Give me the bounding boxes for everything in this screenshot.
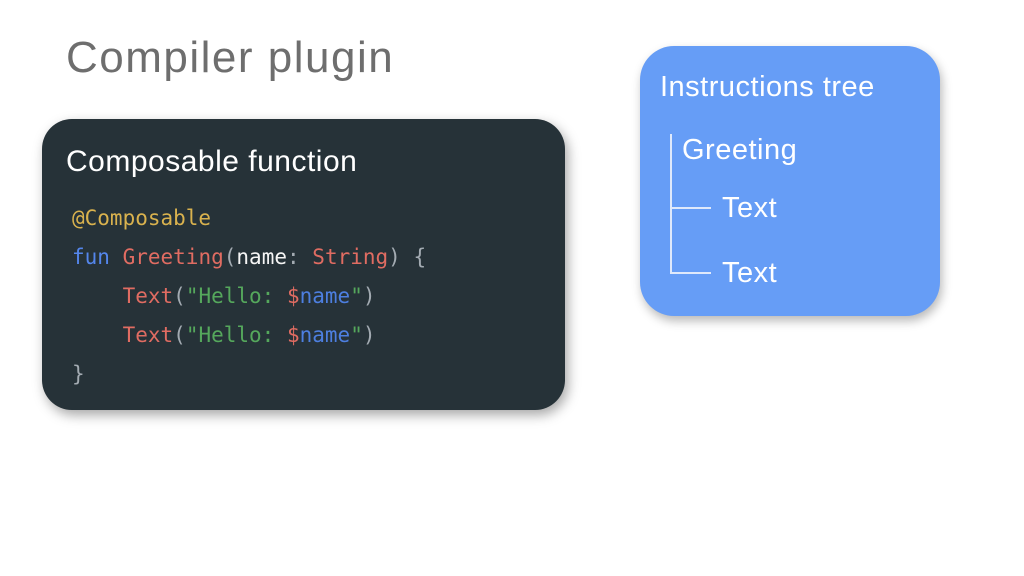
code-token-keyword: fun [72, 245, 110, 269]
tree-branch-line-2 [670, 272, 711, 274]
code-token-function: Text [122, 284, 174, 308]
code-token-punct: ) [362, 284, 376, 308]
code-token-plain [72, 323, 123, 347]
code-token-function: Text [122, 323, 174, 347]
code-token-interpolation: name [299, 323, 351, 347]
code-token-plain [72, 284, 123, 308]
code-token-function: String [312, 245, 389, 269]
code-token-plain: name [236, 245, 287, 269]
code-line: @Composable [72, 199, 426, 238]
tree-card-heading: Instructions tree [660, 71, 875, 103]
code-token-punct: { [413, 245, 427, 269]
code-token-punct: : [286, 245, 300, 269]
code-line: Text("Hello: $name") [72, 277, 426, 316]
code-token-punct: ( [173, 284, 186, 308]
code-token-plain [401, 245, 414, 269]
code-token-punct: ) [388, 245, 401, 269]
code-token-punct: ) [362, 323, 376, 347]
code-token-string: "Hello: [185, 284, 287, 308]
code-token-plain [110, 245, 123, 269]
code-token-annotation: @Composable [72, 206, 212, 230]
tree-node-greeting: Greeting [682, 134, 798, 166]
code-token-string: " [350, 323, 363, 347]
tree-node-text-2: Text [722, 257, 778, 289]
tree-branch-line-1 [670, 207, 711, 209]
code-token-punct: } [72, 362, 85, 386]
code-token-interpolation: name [299, 284, 351, 308]
code-token-function: $ [286, 323, 300, 347]
code-token-string: "Hello: [185, 323, 287, 347]
code-line: Text("Hello: $name") [72, 316, 426, 355]
code-token-punct: ( [173, 323, 186, 347]
code-token-string: " [350, 284, 363, 308]
instructions-tree-card: Instructions tree Greeting Text Text [640, 46, 940, 316]
code-token-function: Greeting [122, 245, 224, 269]
code-token-punct: ( [223, 245, 237, 269]
code-token-function: $ [286, 284, 300, 308]
page-title: Compiler plugin [66, 33, 395, 82]
tree-node-text-1: Text [722, 192, 778, 224]
tree-vertical-line [670, 134, 672, 274]
code-card-heading: Composable function [66, 145, 358, 178]
code-token-plain [300, 245, 313, 269]
code-line: fun Greeting(name: String) { [72, 238, 426, 277]
composable-function-card: Composable function @Composable fun Greet… [42, 119, 565, 410]
code-line: } [72, 355, 426, 394]
